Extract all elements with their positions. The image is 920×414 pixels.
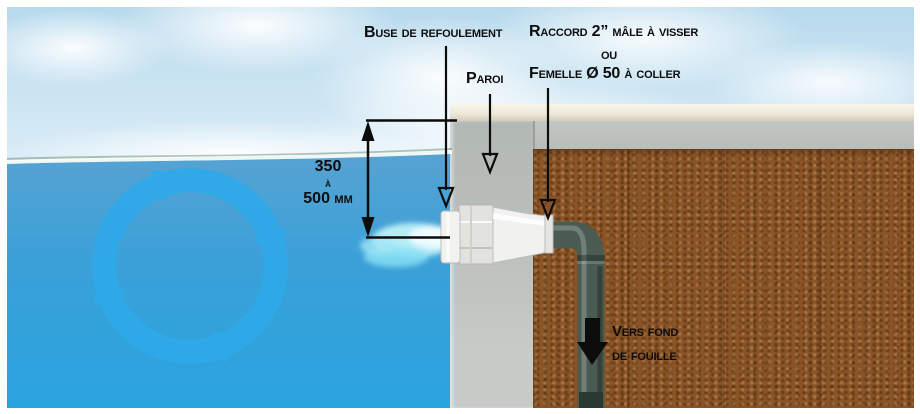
frame-border-top [0, 0, 920, 7]
wall-coping [450, 104, 914, 122]
fitting-label-line2: ou [600, 46, 618, 63]
pipe-destination-label-line1: Vers fond [612, 323, 679, 340]
pool-wall [450, 121, 535, 408]
frame-border-left [0, 0, 7, 414]
depth-dimension-label: 350 à 500 mm [296, 159, 360, 207]
depth-value-min: 350 [314, 158, 342, 175]
pool-water [7, 151, 452, 408]
frame-border-right [914, 0, 920, 414]
pipe-destination-label-line2: de fouille [612, 347, 677, 364]
backfill-soil [533, 149, 914, 408]
depth-value-to: à [325, 176, 331, 190]
depth-value-max: 500 mm [303, 190, 353, 207]
fitting-label-line1: Raccord 2” mâle à visser [529, 23, 699, 40]
wall-label: Paroi [466, 70, 504, 87]
fitting-label-line3: Femelle Ø 50 à coller [529, 65, 681, 82]
frame-border-bottom [0, 408, 920, 414]
nozzle-label: Buse de refoulement [364, 24, 503, 41]
